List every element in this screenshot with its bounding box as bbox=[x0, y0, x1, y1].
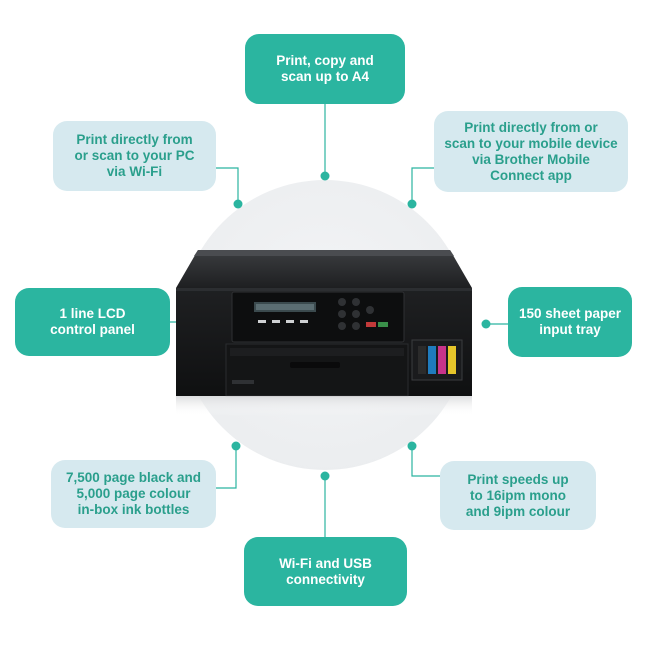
connector-dot-lower-right bbox=[407, 441, 417, 451]
connector-dot-upper-right bbox=[407, 199, 417, 209]
callout-ink-bottles: 7,500 page black and 5,000 page colour i… bbox=[51, 460, 216, 528]
inkjet-printer-image bbox=[176, 250, 472, 416]
callout-lcd-panel-text: 1 line LCD control panel bbox=[50, 306, 135, 337]
callout-ink-bottles-text: 7,500 page black and 5,000 page colour i… bbox=[65, 470, 202, 517]
callout-lcd-panel: 1 line LCD control panel bbox=[15, 288, 170, 356]
callout-paper-tray-text: 150 sheet paper input tray bbox=[518, 306, 622, 337]
callout-pc-wifi-text: Print directly from or scan to your PC v… bbox=[74, 132, 195, 179]
callout-paper-tray: 150 sheet paper input tray bbox=[508, 287, 632, 357]
callout-mobile-device: Print directly from or scan to your mobi… bbox=[434, 111, 628, 192]
callout-print-speeds-text: Print speeds up to 16ipm mono and 9ipm c… bbox=[465, 471, 571, 519]
callout-pc-wifi: Print directly from or scan to your PC v… bbox=[53, 121, 216, 191]
callout-print-speeds: Print speeds up to 16ipm mono and 9ipm c… bbox=[440, 461, 596, 530]
connector-dot-lower-left bbox=[231, 441, 241, 451]
callout-connectivity-text: Wi-Fi and USB connectivity bbox=[279, 555, 372, 587]
callout-print-copy-scan: Print, copy and scan up to A4 bbox=[245, 34, 405, 104]
connector-dot-bottom bbox=[320, 471, 330, 481]
callout-mobile-device-text: Print directly from or scan to your mobi… bbox=[444, 119, 618, 183]
callout-connectivity: Wi-Fi and USB connectivity bbox=[244, 537, 407, 606]
connector-dot-top bbox=[320, 171, 330, 181]
callout-print-copy-scan-text: Print, copy and scan up to A4 bbox=[276, 53, 374, 84]
connector-dot-upper-left bbox=[233, 199, 243, 209]
connector-dot-middle-right bbox=[481, 319, 491, 329]
